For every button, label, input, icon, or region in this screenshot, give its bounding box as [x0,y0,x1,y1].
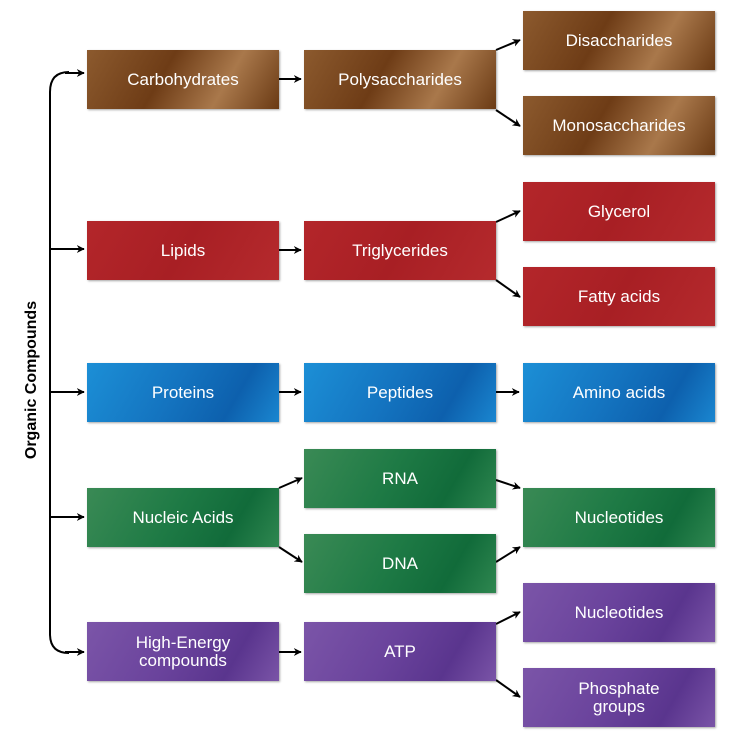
arrow-triglycerides-fatty-acids [495,279,521,298]
node-amino-acids-label: Amino acids [572,382,666,402]
node-dna-label: DNA [382,553,418,573]
node-monosaccharides-label: Monosaccharides [552,115,686,135]
node-polysaccharides-label: Polysaccharides [338,69,462,89]
node-phosphate-groups: Phosphate groups [523,668,715,727]
node-proteins: Proteins [87,363,279,422]
root-spine [49,71,70,654]
arrow-atp-phosphate-groups [495,679,521,698]
arrow-dna-nucleotides [495,546,521,563]
arrow-triglycerides-glycerol [495,210,521,223]
arrow-nucleic-dna [278,546,303,563]
node-atp-label: ATP [384,641,416,661]
node-lipids-label: Lipids [160,240,206,260]
node-phosphate-groups-label-line2: groups [593,696,645,716]
node-disaccharides-label: Disaccharides [565,30,673,50]
arrow-polysaccharides-monosaccharides [495,109,521,127]
node-fatty-acids: Fatty acids [523,267,715,326]
node-atp: ATP [304,622,496,681]
node-nucleotides-atp-label: Nucleotides [574,602,664,622]
arrow-atp-nucleotides [495,611,521,625]
node-glycerol-label: Glycerol [587,201,651,221]
node-high-energy-compounds: High-Energy compounds [87,622,279,681]
arrow-polysaccharides-disaccharides [495,39,521,51]
node-disaccharides: Disaccharides [523,11,715,70]
node-proteins-label: Proteins [151,382,215,402]
node-fatty-acids-label: Fatty acids [577,286,661,306]
arrow-rna-nucleotides [495,479,521,490]
node-triglycerides-label: Triglycerides [352,240,448,260]
node-carbohydrates: Carbohydrates [87,50,279,109]
arrow-nucleic-rna [278,477,303,489]
node-amino-acids: Amino acids [523,363,715,422]
node-peptides: Peptides [304,363,496,422]
node-rna: RNA [304,449,496,508]
node-phosphate-groups-label-line1: Phosphate [578,678,660,698]
node-peptides-label: Peptides [366,382,434,402]
root-label-organic-compounds: Organic Compounds [23,300,40,460]
node-high-energy-label-line2: compounds [139,650,227,670]
node-nucleotides-atp: Nucleotides [523,583,715,642]
node-monosaccharides: Monosaccharides [523,96,715,155]
node-nucleotides-nucleic-label: Nucleotides [574,507,664,527]
node-rna-label: RNA [382,468,418,488]
node-lipids: Lipids [87,221,279,280]
node-triglycerides: Triglycerides [304,221,496,280]
node-nucleic-acids-label: Nucleic Acids [132,507,234,527]
node-glycerol: Glycerol [523,182,715,241]
node-dna: DNA [304,534,496,593]
node-nucleic-acids: Nucleic Acids [87,488,279,547]
node-high-energy-label-line1: High-Energy [135,632,231,652]
node-polysaccharides: Polysaccharides [304,50,496,109]
node-nucleotides-nucleic: Nucleotides [523,488,715,547]
node-carbohydrates-label: Carbohydrates [127,69,239,89]
